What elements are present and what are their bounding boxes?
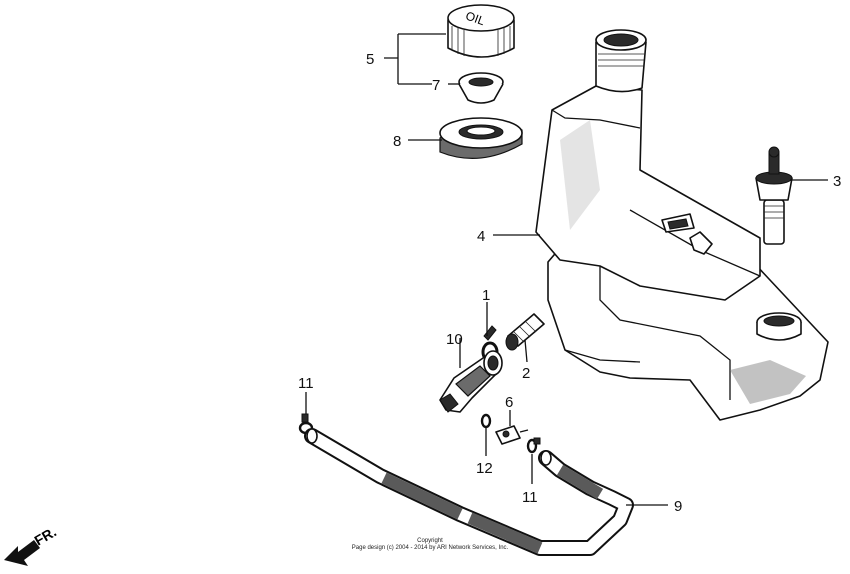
- callout-12: 12: [476, 460, 493, 477]
- leader-lines: [305, 33, 828, 506]
- callout-6: 5: [366, 51, 374, 68]
- filler-grommet: [439, 117, 523, 159]
- elbow-joint: [439, 350, 503, 413]
- callout-11-left: 11: [298, 375, 314, 392]
- hose-clamp-center: [480, 413, 492, 429]
- outlet-joint: [505, 313, 545, 351]
- callout-5: 6: [505, 394, 513, 411]
- cap-packing: [458, 72, 504, 104]
- callout-2: 2: [522, 365, 530, 382]
- callout-3: 3: [833, 173, 841, 190]
- oil-level-switch: [755, 146, 793, 245]
- page-design-line: Page design (c) 2004 - 2014 by ARI Netwo…: [351, 545, 509, 551]
- callout-8: 8: [393, 133, 401, 150]
- callout-11-right: 11: [522, 489, 538, 506]
- oil-tank: [535, 29, 829, 421]
- callout-7: 7: [432, 77, 440, 94]
- hose-clamp-right: [526, 437, 541, 454]
- copyright-line: Copyright: [417, 538, 443, 544]
- callout-1: 1: [482, 287, 490, 304]
- cap-oil-text: OIL: [464, 9, 487, 29]
- oil-hose: [304, 428, 634, 556]
- joint-pipe: [495, 425, 529, 445]
- callout-numbers: 5 7 8 4 3 1 2 10 11 6 12 11 9: [298, 51, 841, 515]
- copyright-footer: Copyright Page design (c) 2004 - 2014 by…: [300, 538, 560, 552]
- callout-4: 4: [477, 228, 485, 245]
- callout-9: 9: [674, 498, 682, 515]
- front-direction-arrow: FR.: [4, 523, 59, 566]
- oil-filler-cap: OIL: [447, 4, 515, 58]
- callout-10: 10: [446, 331, 463, 348]
